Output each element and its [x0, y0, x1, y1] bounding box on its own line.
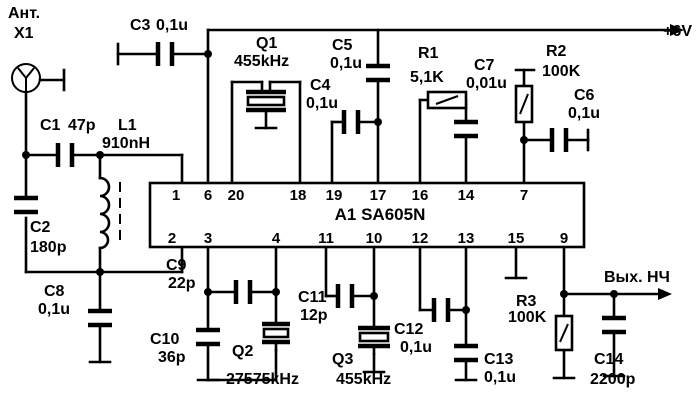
c12-value: 0,1u	[400, 339, 432, 356]
c7-value: 0,01u	[466, 75, 507, 92]
supply-label: +6V	[663, 23, 692, 40]
q3-value: 455kHz	[336, 371, 391, 388]
pin-19: 19	[326, 187, 343, 204]
r3-value: 100K	[508, 309, 547, 326]
c2-ref: C2	[30, 219, 51, 236]
c4-value: 0,1u	[306, 95, 338, 112]
pin-4: 4	[272, 230, 281, 247]
q2-ref: Q2	[232, 343, 253, 360]
q2-value: 27575kHz	[226, 371, 299, 388]
r2-ref: R2	[546, 43, 567, 60]
output-label: Вых. НЧ	[604, 269, 670, 286]
c14-value: 2200p	[590, 371, 636, 388]
antenna-ref: X1	[14, 25, 34, 42]
q1-value: 455kHz	[234, 53, 289, 70]
c13-value: 0,1u	[484, 369, 516, 386]
c13-ref: C13	[484, 351, 513, 368]
pin-9: 9	[560, 230, 568, 247]
c1-value: 47p	[68, 117, 96, 134]
antenna-name: Ант.	[8, 5, 40, 22]
c5-value: 0,1u	[330, 55, 362, 72]
c11-value: 12p	[300, 307, 328, 324]
r2-value: 100K	[542, 63, 581, 80]
junction-dots	[22, 50, 618, 314]
c10-value: 36p	[158, 349, 186, 366]
c8-ref: C8	[44, 283, 65, 300]
antenna-icon	[11, 63, 66, 93]
pin-1: 1	[172, 187, 180, 204]
c11-ref: C11	[298, 289, 327, 306]
component-labels: Ант. X1 +6V Вых. НЧ C3 0,1u C1 47p L1 91…	[8, 5, 692, 388]
c1-ref: C1	[40, 117, 61, 134]
pin-15: 15	[508, 230, 525, 247]
c7-ref: C7	[474, 57, 495, 74]
q1-ref: Q1	[256, 35, 277, 52]
pin-12: 12	[412, 230, 429, 247]
c12-ref: C12	[394, 321, 423, 338]
ic-label: A1 SA605N	[335, 205, 426, 224]
l1-value: 910nH	[102, 135, 150, 152]
c5-ref: C5	[332, 37, 353, 54]
c3-value: 0,1u	[156, 17, 188, 34]
r1-value: 5,1K	[410, 69, 444, 86]
pin-18: 18	[290, 187, 307, 204]
c3-ref: C3	[130, 17, 151, 34]
r3-ref: R3	[516, 293, 537, 310]
crystal-icon	[246, 89, 390, 356]
c14-ref: C14	[594, 351, 623, 368]
l1-ref: L1	[118, 117, 137, 134]
output-arrow-icon	[658, 288, 672, 300]
pin-11: 11	[318, 230, 334, 247]
pin-13: 13	[458, 230, 475, 247]
pin-10: 10	[366, 230, 383, 247]
pin-numbers: 1 6 20 18 19 17 16 14 7 2 3 4 11 10 12 1…	[168, 187, 568, 247]
pin-7: 7	[520, 187, 528, 204]
pin-16: 16	[412, 187, 429, 204]
q3-ref: Q3	[332, 351, 353, 368]
pin-14: 14	[458, 187, 475, 204]
c10-ref: C10	[150, 331, 179, 348]
inductor-icon	[98, 176, 121, 250]
ic-body	[148, 181, 586, 249]
c6-ref: C6	[574, 87, 595, 104]
pin-2: 2	[168, 230, 176, 247]
pin-17: 17	[370, 187, 387, 204]
c4-ref: C4	[310, 77, 331, 94]
pin-3: 3	[204, 230, 212, 247]
c2-value: 180p	[30, 239, 67, 256]
c9-value: 22p	[168, 275, 196, 292]
pin-6: 6	[204, 187, 212, 204]
c6-value: 0,1u	[568, 105, 600, 122]
resistor-symbols	[426, 84, 574, 352]
capacitor-symbols	[14, 42, 626, 363]
c8-value: 0,1u	[38, 301, 70, 318]
c9-ref: C9	[166, 257, 187, 274]
supply-arrow-icon	[670, 24, 684, 36]
pin-20: 20	[228, 187, 245, 204]
r1-ref: R1	[418, 45, 439, 62]
